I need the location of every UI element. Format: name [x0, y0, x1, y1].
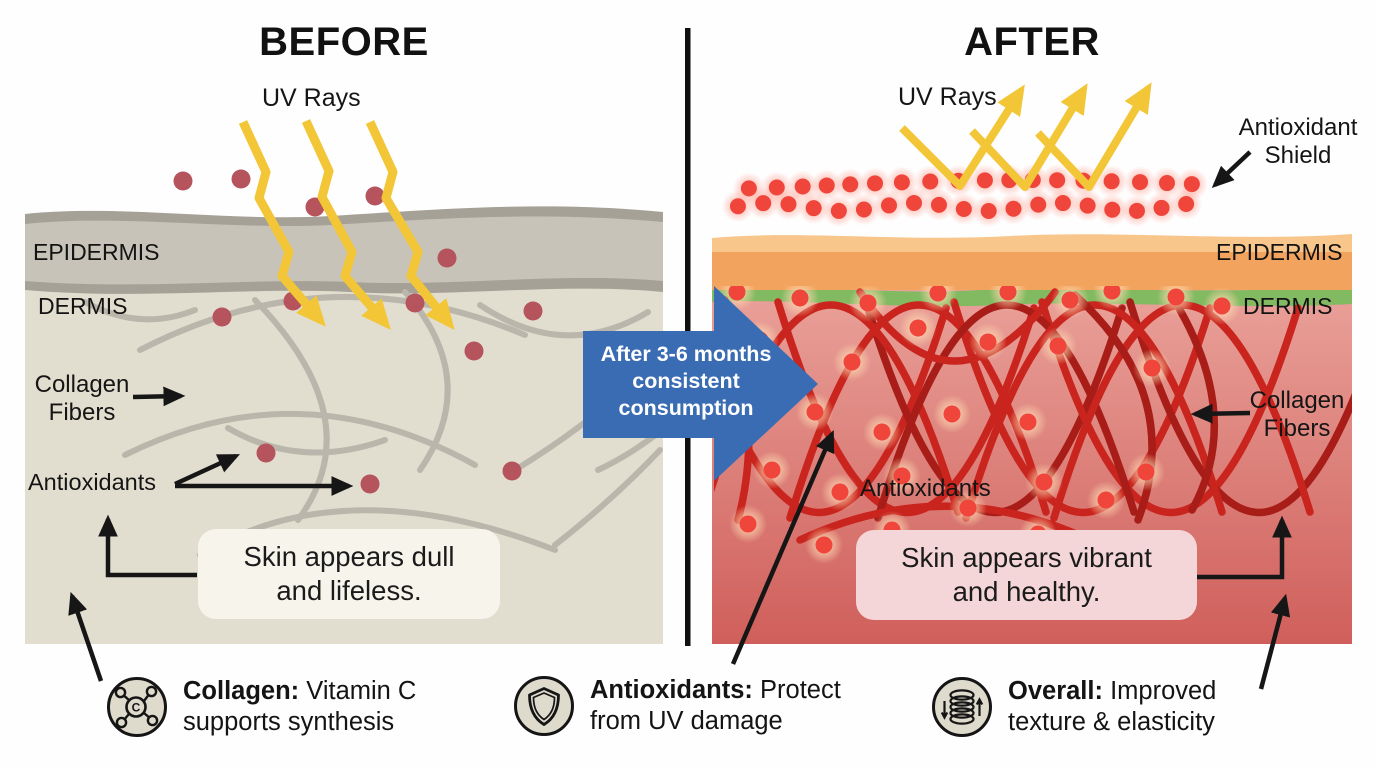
after-antioxidants-label: Antioxidants [860, 475, 991, 502]
before-title: BEFORE [259, 20, 429, 64]
transition-arrow-text: After 3-6 months consistent consumption [600, 342, 772, 420]
legend-text-collagen: Collagen: Vitamin C supports synthesis [183, 677, 417, 736]
vitamin-c-molecule-icon: C [107, 677, 167, 737]
before-uv-rays-label: UV Rays [262, 84, 361, 112]
legend-item-antioxidants: Antioxidants: Protect from UV damage [513, 675, 841, 737]
after-dermis-label: DERMIS [1243, 293, 1333, 319]
antioxidant-shield-dots [721, 164, 1208, 227]
before-caption-box: Skin appears dull and lifeless. [198, 529, 500, 619]
after-collagen-fibers-label: Collagen Fibers [1249, 387, 1345, 442]
elasticity-spring-icon [932, 677, 992, 737]
legend-text-antioxidants: Antioxidants: Protect from UV damage [590, 676, 841, 735]
antioxidant-shield-label: Antioxidant Shield [1238, 114, 1358, 169]
before-epidermis-label: EPIDERMIS [33, 239, 160, 265]
legend-item-collagen: C Collagen: Vitamin C supports synthesis [106, 676, 416, 738]
before-epidermis-layer [25, 216, 663, 285]
legend-text-overall: Overall: Improved texture & elasticity [1008, 677, 1217, 736]
after-title: AFTER [964, 20, 1100, 64]
shield-icon [514, 676, 574, 736]
before-dermis-label: DERMIS [38, 293, 128, 319]
svg-text:C: C [132, 701, 141, 715]
transition-arrow [583, 286, 818, 481]
after-caption-box: Skin appears vibrant and healthy. [856, 530, 1197, 620]
after-uv-ray-arrows [899, 82, 1152, 191]
after-epidermis-layer [712, 246, 1352, 290]
after-uv-rays-label: UV Rays [898, 83, 997, 111]
before-antioxidants-label: Antioxidants [28, 469, 157, 495]
annotation-arrows [68, 150, 1292, 690]
after-epidermis-label: EPIDERMIS [1216, 239, 1343, 265]
after-epidermis-surface [712, 234, 1352, 252]
legend-item-overall: Overall: Improved texture & elasticity [931, 676, 1216, 738]
before-uv-ray-arrows [238, 119, 455, 330]
before-collagen-fibers-label: Collagen Fibers [34, 371, 130, 426]
